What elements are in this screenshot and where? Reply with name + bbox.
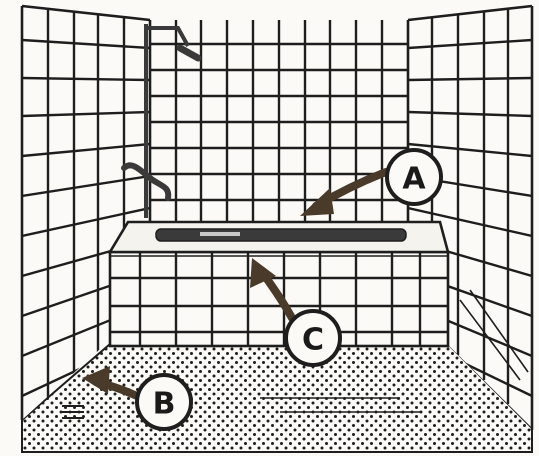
callout-c-label: C [302,323,324,358]
bathtub-basin [156,229,406,241]
callout-a-label: A [402,162,426,197]
callout-b-label: B [153,387,176,422]
basin-highlight [200,232,240,236]
